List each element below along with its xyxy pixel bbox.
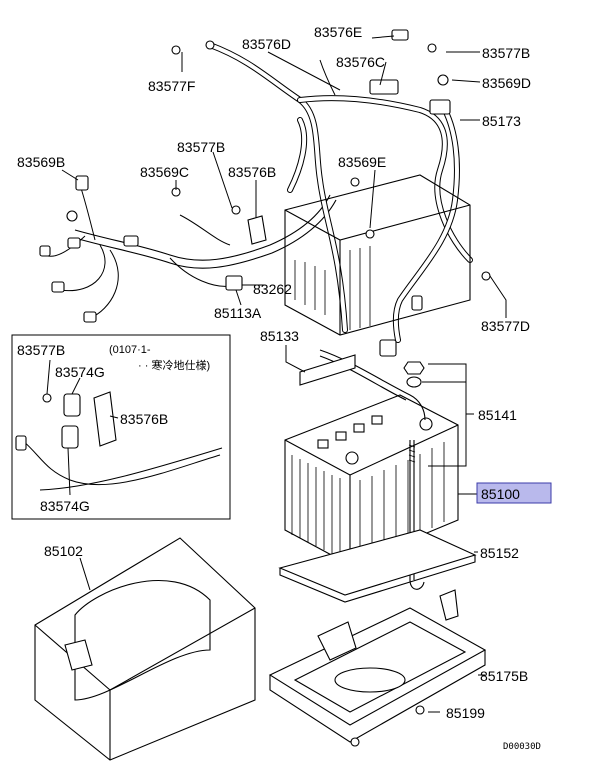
label-85133: 85133	[260, 328, 299, 344]
terminal-icon	[419, 417, 433, 431]
drawing-code: D00030D	[503, 742, 541, 752]
clip-icon	[123, 235, 139, 247]
label-85175B: 85175B	[480, 668, 528, 684]
bracket-icon	[317, 621, 357, 661]
nut-icon	[403, 361, 425, 375]
nut-icon	[437, 74, 449, 86]
cap-icon	[353, 423, 365, 433]
cap-icon	[371, 415, 383, 425]
grommet-icon	[66, 210, 78, 222]
connector-icon	[83, 311, 97, 323]
connector-icon	[379, 339, 397, 357]
inset-label-83577B: 83577B	[17, 342, 65, 358]
label-85199: 85199	[446, 705, 485, 721]
inset-label-83574G-bottom: 83574G	[40, 498, 90, 514]
label-83569E: 83569E	[338, 154, 386, 170]
battery-box-85102	[34, 537, 256, 761]
bolt-icon	[42, 393, 52, 403]
label-83569C: 83569C	[140, 164, 189, 180]
bolt-icon	[171, 45, 181, 55]
upper-battery-ghost	[284, 174, 471, 336]
inset-label-83574G-top: 83574G	[55, 364, 105, 380]
tray-recess-icon	[334, 667, 406, 693]
connector-icon	[15, 435, 27, 451]
bracket-icon	[299, 354, 356, 386]
clamp-icon	[61, 425, 79, 449]
inset-note-line2: · · 寒冷地仕様)	[138, 358, 210, 372]
terminal-icon	[345, 451, 359, 465]
inset-note-line1: (0107·1-	[109, 344, 151, 356]
cap-icon	[350, 177, 360, 187]
inset-label-83576B: 83576B	[120, 411, 168, 427]
label-85173: 85173	[482, 113, 521, 129]
connector-icon	[67, 237, 81, 249]
main-harness	[39, 175, 337, 323]
bracket-icon	[439, 589, 459, 621]
bolt-icon	[427, 43, 437, 53]
slot-icon	[64, 639, 93, 671]
bracket-icon	[93, 391, 117, 447]
connector-icon	[75, 175, 89, 191]
label-83262: 83262	[253, 281, 292, 297]
battery-cables	[171, 29, 491, 357]
clip-icon	[411, 295, 423, 311]
labels: 83576E 83577B 83576D 83576C 83569D 83577…	[17, 24, 552, 752]
label-83576E: 83576E	[314, 24, 362, 40]
terminal-icon	[205, 40, 215, 50]
cap-icon	[317, 439, 329, 449]
bolt-icon	[350, 737, 360, 747]
highlight-85100	[476, 482, 552, 504]
label-85102: 85102	[44, 543, 83, 559]
cap-icon	[335, 431, 347, 441]
leader-lines	[46, 35, 507, 713]
label-83569B: 83569B	[17, 154, 65, 170]
clamp-icon	[63, 393, 81, 417]
label-83576C: 83576C	[336, 54, 385, 70]
label-83577B-mid: 83577B	[177, 139, 225, 155]
bracket-icon	[247, 215, 267, 245]
label-83577D: 83577D	[481, 318, 530, 334]
terminal-icon	[429, 99, 451, 115]
connector-icon	[51, 281, 65, 293]
bracket-85175B	[268, 589, 487, 747]
connector-icon	[39, 245, 51, 257]
label-83577B-top: 83577B	[482, 45, 530, 61]
clip-icon	[391, 29, 409, 41]
label-83576D: 83576D	[242, 36, 291, 52]
holder-icon	[369, 79, 399, 95]
label-83577F: 83577F	[148, 78, 195, 94]
bolt-icon	[231, 205, 241, 215]
inset-labels: 83577B (0107·1- · · 寒冷地仕様) 83574G 83576B…	[17, 342, 210, 514]
label-83569D: 83569D	[482, 75, 531, 91]
label-85100[interactable]: 85100	[481, 486, 520, 502]
battery-85100	[284, 349, 459, 566]
label-83576B-top: 83576B	[228, 164, 276, 180]
label-85141: 85141	[478, 407, 517, 423]
bolt-icon	[481, 271, 491, 281]
cap-icon	[365, 229, 375, 239]
washer-icon	[406, 376, 422, 388]
label-85113A: 85113A	[214, 305, 262, 321]
bolt-icon	[415, 705, 425, 715]
inset-cold-climate	[11, 334, 231, 520]
tray-85152	[278, 529, 477, 603]
connector-icon	[225, 275, 243, 291]
label-85152: 85152	[480, 545, 519, 561]
